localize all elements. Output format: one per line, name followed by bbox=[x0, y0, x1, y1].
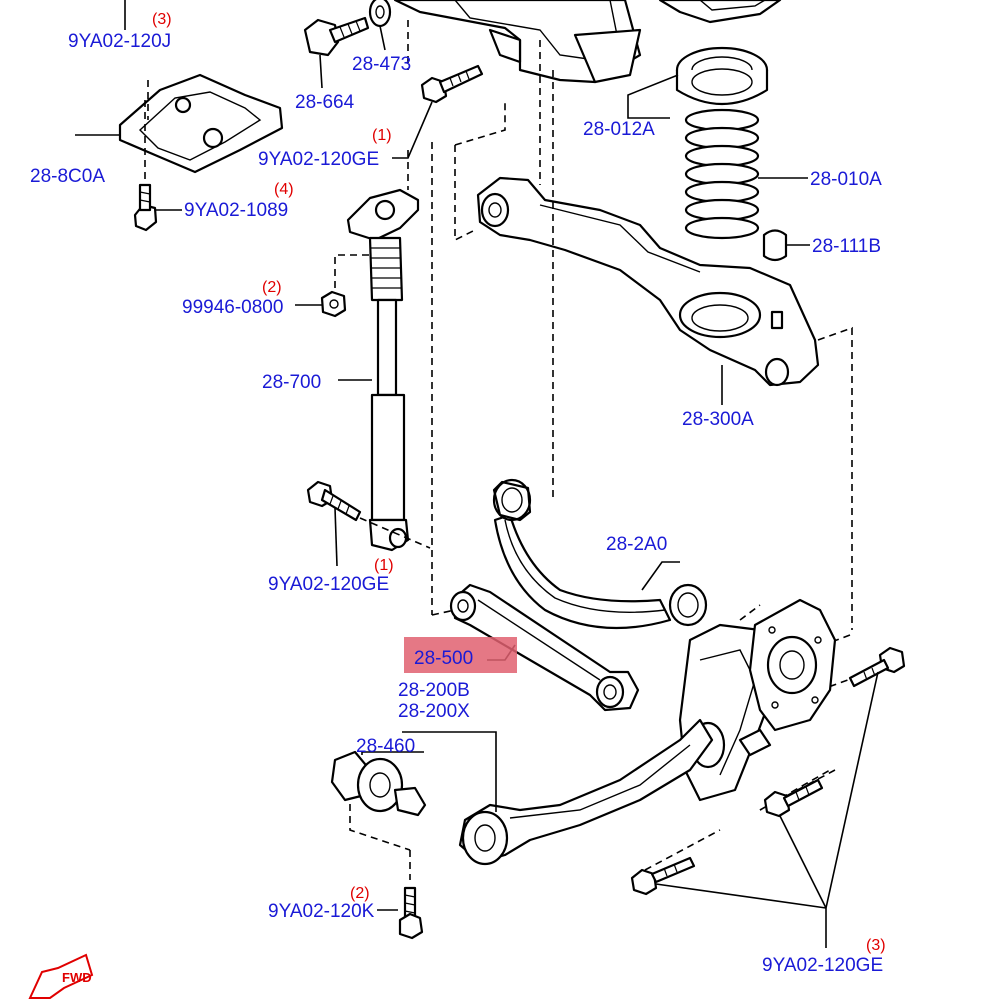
trailing-arm-drawing bbox=[402, 718, 714, 866]
fwd-arrow-icon: FWD bbox=[28, 953, 94, 999]
label-9ya02-1089[interactable]: 9YA02-1089 bbox=[184, 200, 288, 221]
upper-arm-drawing bbox=[492, 478, 708, 630]
bolt-120ge-top-drawing bbox=[392, 20, 484, 159]
coil-spring-drawing bbox=[684, 108, 808, 240]
label-28-111b[interactable]: 28-111B bbox=[812, 236, 881, 257]
label-9ya02-120j[interactable]: 9YA02-120J bbox=[68, 31, 171, 52]
label-qty-120ge-bottom: (3) bbox=[866, 937, 886, 954]
label-28-200b[interactable]: 28-200B bbox=[398, 680, 470, 701]
bolt-120ge-mid-drawing bbox=[306, 480, 431, 567]
lateral-arm-drawing bbox=[449, 583, 640, 712]
label-28-2a0[interactable]: 28-2A0 bbox=[606, 534, 667, 555]
label-9ya02-120k[interactable]: 9YA02-120K bbox=[268, 901, 375, 922]
nut-99946-0800-drawing bbox=[320, 290, 347, 318]
label-28-300a[interactable]: 28-300A bbox=[682, 409, 754, 430]
shock-absorber-drawing bbox=[334, 150, 420, 552]
bolt-28-664-drawing bbox=[303, 16, 370, 89]
fwd-text: FWD bbox=[62, 970, 92, 985]
label-28-500[interactable]: 28-500 bbox=[414, 648, 473, 669]
crossmember-drawing bbox=[393, 0, 782, 84]
bolt-120k-drawing bbox=[377, 886, 424, 940]
label-qty-120j: (3) bbox=[152, 11, 172, 28]
label-28-8c0a[interactable]: 28-8C0A bbox=[30, 166, 105, 187]
knuckle-drawing bbox=[678, 598, 837, 802]
label-qty-1089: (4) bbox=[274, 181, 294, 198]
label-28-200x[interactable]: 28-200X bbox=[398, 701, 470, 722]
lower-arm-drawing bbox=[476, 176, 820, 405]
label-28-012a[interactable]: 28-012A bbox=[583, 119, 655, 140]
bolt-1089-drawing bbox=[133, 183, 158, 232]
label-qty-99946: (2) bbox=[262, 279, 282, 296]
label-28-473[interactable]: 28-473 bbox=[352, 54, 411, 75]
label-qty-120ge-mid: (1) bbox=[374, 557, 394, 574]
label-28-010a[interactable]: 28-010A bbox=[810, 169, 882, 190]
dashed-guide-lines bbox=[349, 40, 871, 880]
bolts-120ge-bottom-drawing bbox=[630, 646, 906, 948]
label-28-700[interactable]: 28-700 bbox=[262, 372, 321, 393]
label-99946-0800[interactable]: 99946-0800 bbox=[182, 297, 283, 318]
label-9ya02-120ge-top[interactable]: 9YA02-120GE bbox=[258, 149, 379, 170]
label-28-460[interactable]: 28-460 bbox=[356, 736, 415, 757]
label-9ya02-120ge-bottom[interactable]: 9YA02-120GE bbox=[762, 955, 883, 976]
bushing-drawing bbox=[330, 750, 427, 817]
label-9ya02-120ge-mid[interactable]: 9YA02-120GE bbox=[268, 574, 389, 595]
washer-28-473-drawing bbox=[368, 0, 392, 51]
bump-stop-drawing bbox=[762, 229, 810, 262]
spring-seat-drawing bbox=[675, 46, 769, 105]
part-labels: (3) 9YA02-120J 28-473 28-664 (1) 9YA02-1… bbox=[30, 11, 886, 976]
label-qty-120ge-top: (1) bbox=[372, 127, 392, 144]
highlight-28-500 bbox=[404, 637, 517, 673]
bracket-28-8c0a-drawing bbox=[118, 73, 284, 210]
label-qty-120k: (2) bbox=[350, 885, 370, 902]
label-28-664[interactable]: 28-664 bbox=[295, 92, 355, 113]
